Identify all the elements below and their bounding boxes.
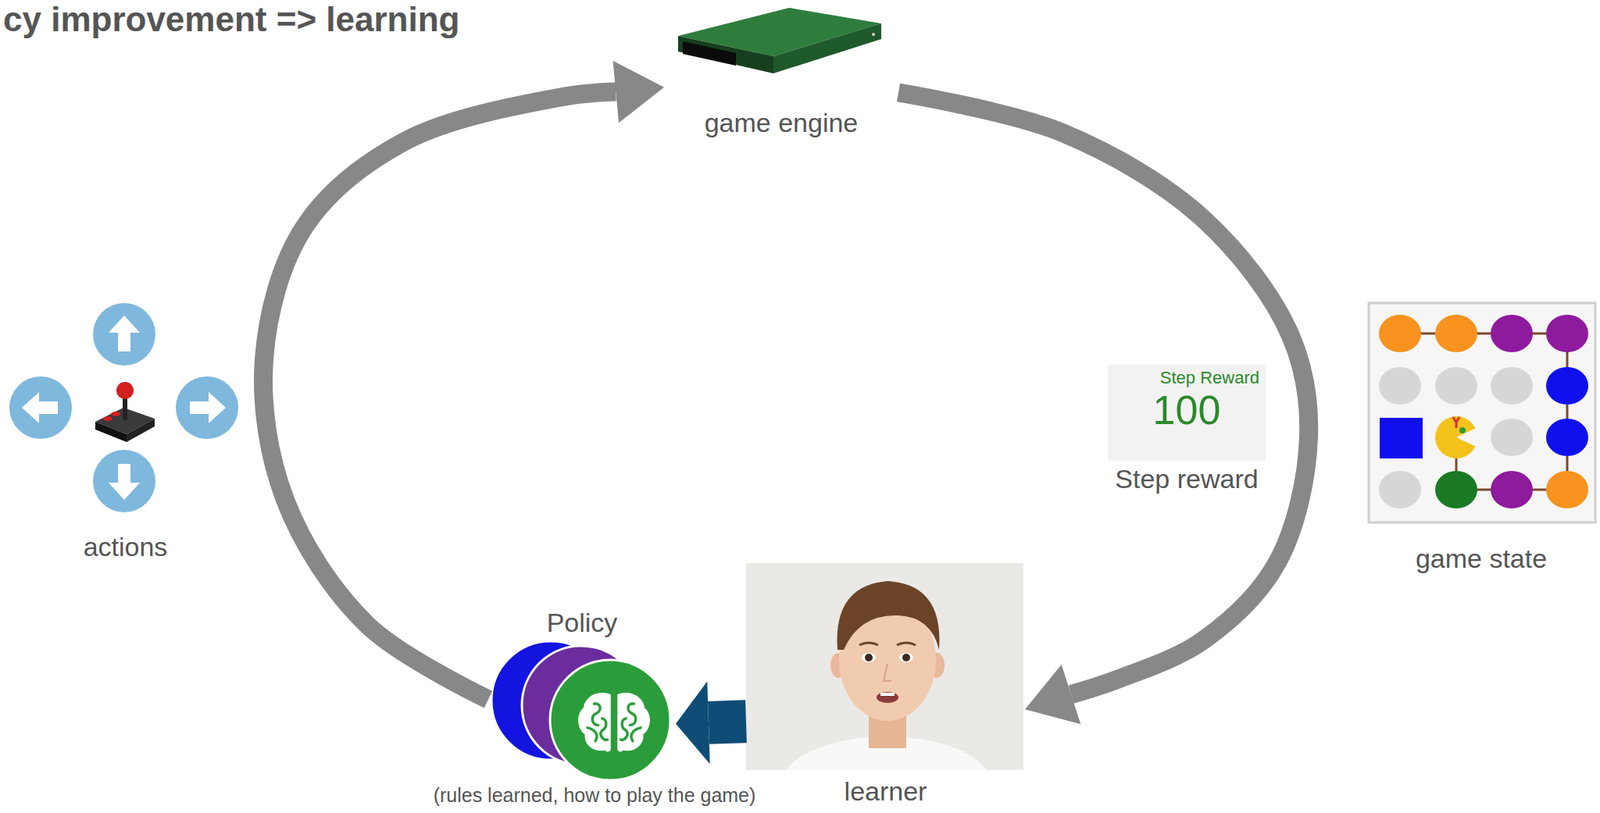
right-button [175,376,239,440]
policy-node: Policy [488,607,676,782]
console-icon [678,7,882,74]
cycle-arrow [898,92,1309,725]
arrow-shaft [708,721,747,724]
board-dots [1378,314,1589,509]
node-label: actions [83,532,168,563]
left-button [9,376,72,440]
console-light [871,32,875,36]
down-button [92,450,156,513]
up-button [92,303,156,366]
game-state-node: game state [1365,300,1597,575]
board-frame [1368,303,1596,523]
cycle-arrow [263,60,665,700]
node-label: game state [1415,543,1547,575]
learner-node: learner [746,563,1025,808]
console-side [773,23,882,74]
console-front [678,35,774,74]
actions-node: actions [6,296,245,563]
joystick-icon [95,382,155,443]
label-holder: (rules learned, how to play the game) [433,784,757,808]
arrow-head [1025,664,1081,725]
node-label: Policy [546,607,618,639]
reward-value: 100 [1153,387,1222,435]
game-board [1368,303,1596,523]
game-engine-node: game engine [664,3,899,139]
node-label: learner [844,776,928,808]
reward-caption: Step Reward [1160,367,1260,388]
console-vent [682,41,736,66]
arrow-head [675,681,711,765]
slide-title: cy improvement => learning [3,0,460,40]
learner-photo [746,563,1024,771]
arrow-head [612,60,665,124]
title-holder: cy improvement => learning [3,0,460,40]
board-paths [1400,333,1568,490]
cycle-arrow [675,681,747,765]
arrow-shaft [898,92,1309,696]
reward-panel: Step Reward100 [1107,364,1266,461]
pacman-player [1435,416,1475,459]
policy-caption: (rules learned, how to play the game) [433,784,757,808]
step-reward-node: Step Reward100Step reward [1107,364,1266,495]
node-label: game engine [704,107,859,139]
reward-label: Step reward [1114,464,1258,495]
direction-pad [9,303,239,513]
policy-brains [491,641,671,781]
